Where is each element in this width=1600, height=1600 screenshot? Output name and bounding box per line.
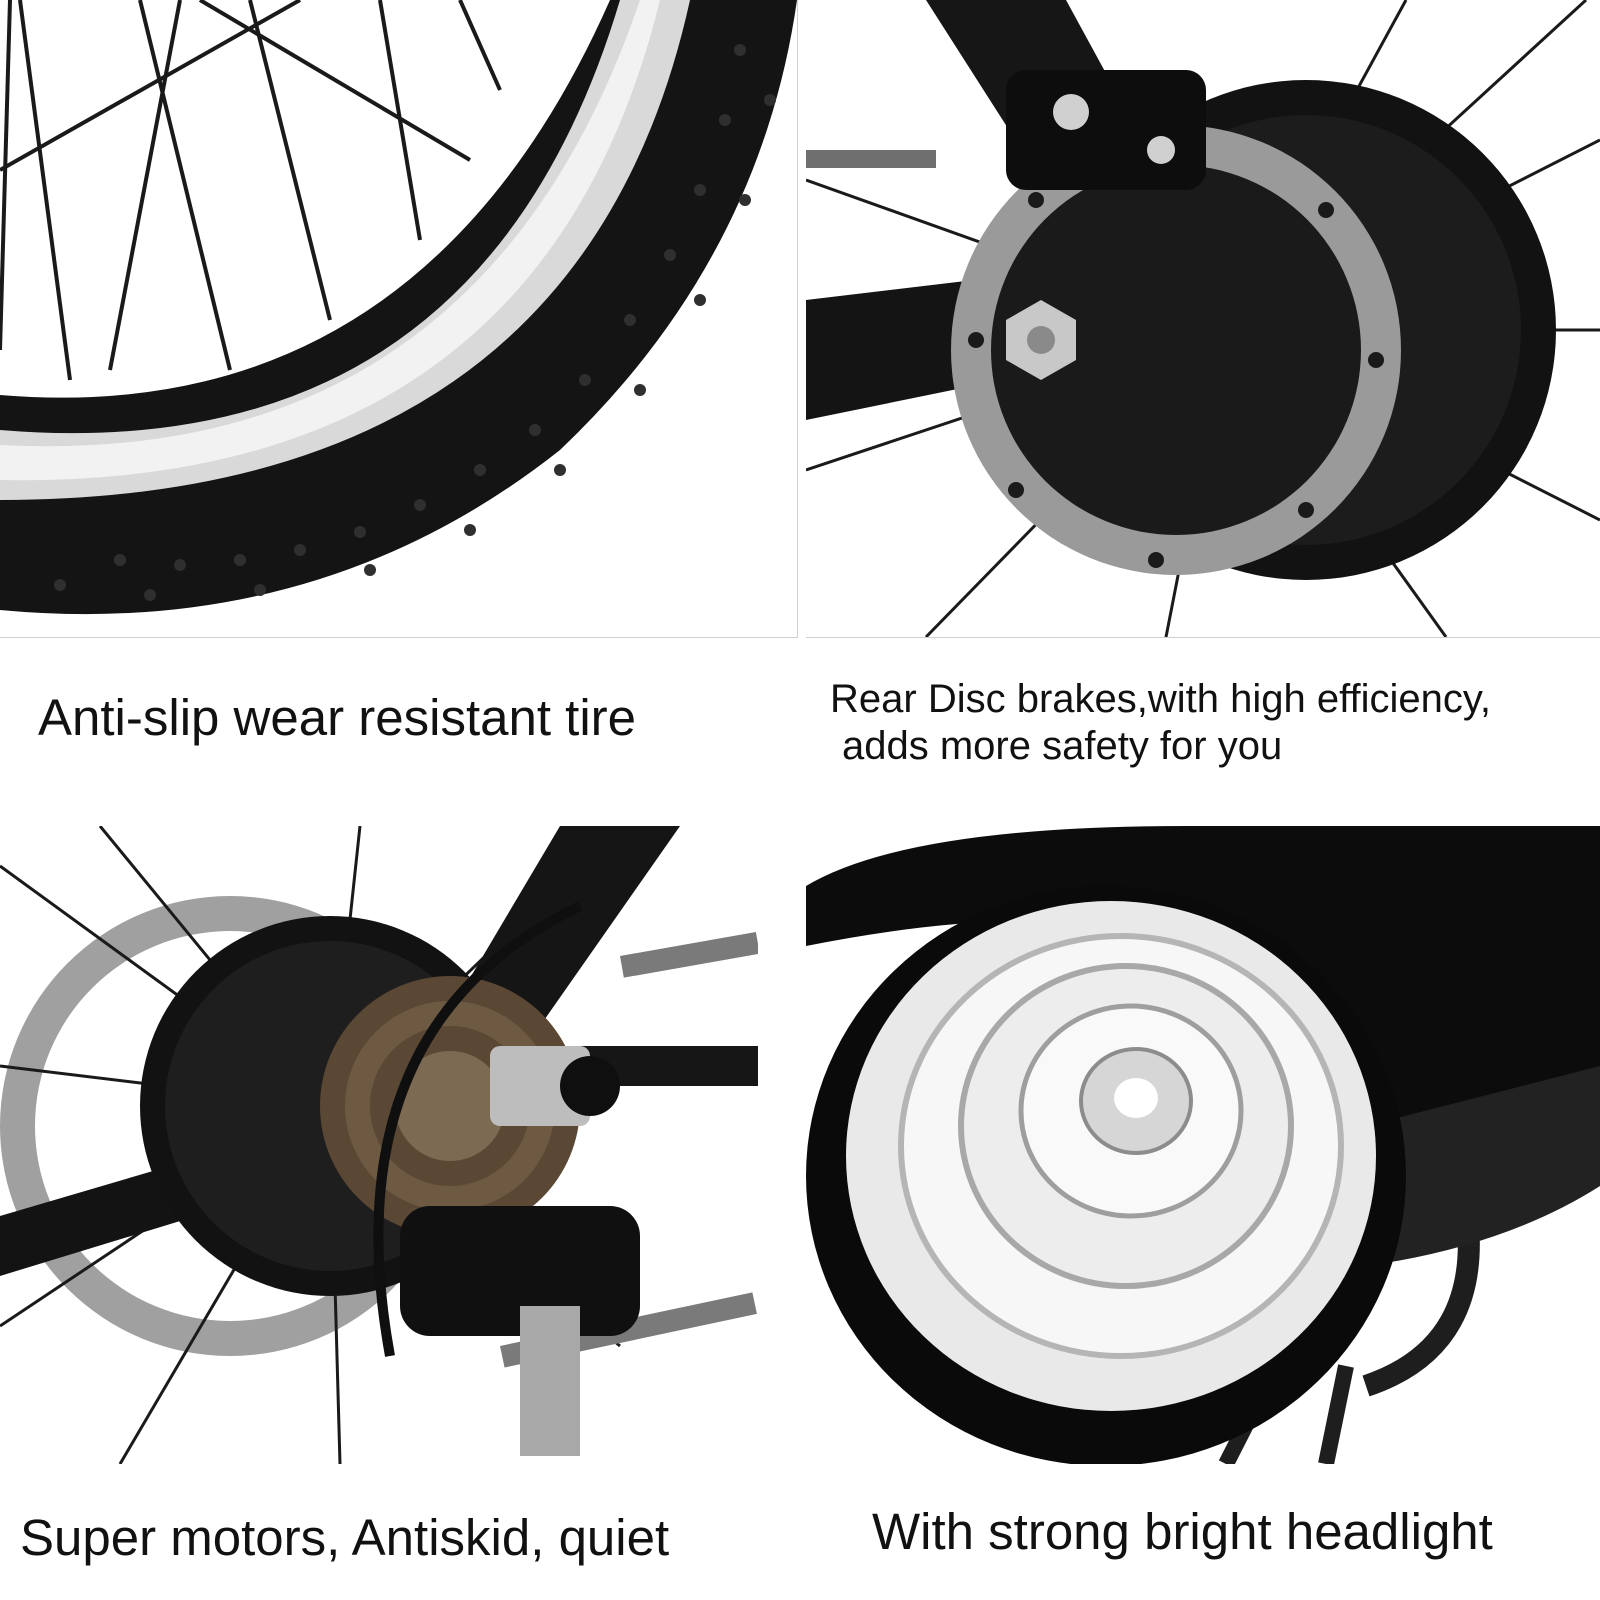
disc-brake-caption: Rear Disc brakes,with high efficiency, a… bbox=[830, 676, 1491, 770]
motor-illustration bbox=[0, 826, 758, 1464]
motor-caption: Super motors, Antiskid, quiet bbox=[20, 1509, 670, 1566]
tire-caption: Anti-slip wear resistant tire bbox=[38, 689, 637, 746]
disc-brake-photo bbox=[806, 0, 1600, 638]
wheel-spokes bbox=[0, 0, 502, 381]
disc-brake-caption-line2: adds more safety for you bbox=[842, 724, 1283, 769]
headlight-caption: With strong bright headlight bbox=[872, 1503, 1493, 1560]
tire-illustration bbox=[0, 0, 797, 615]
disc-brake-caption-line1: Rear Disc brakes,with high efficiency, bbox=[830, 677, 1492, 721]
headlight-photo bbox=[806, 826, 1600, 1464]
headlight-illustration bbox=[806, 826, 1600, 1464]
tire-photo bbox=[0, 0, 798, 638]
disc-brake-illustration bbox=[806, 0, 1600, 637]
motor-photo bbox=[0, 826, 758, 1464]
